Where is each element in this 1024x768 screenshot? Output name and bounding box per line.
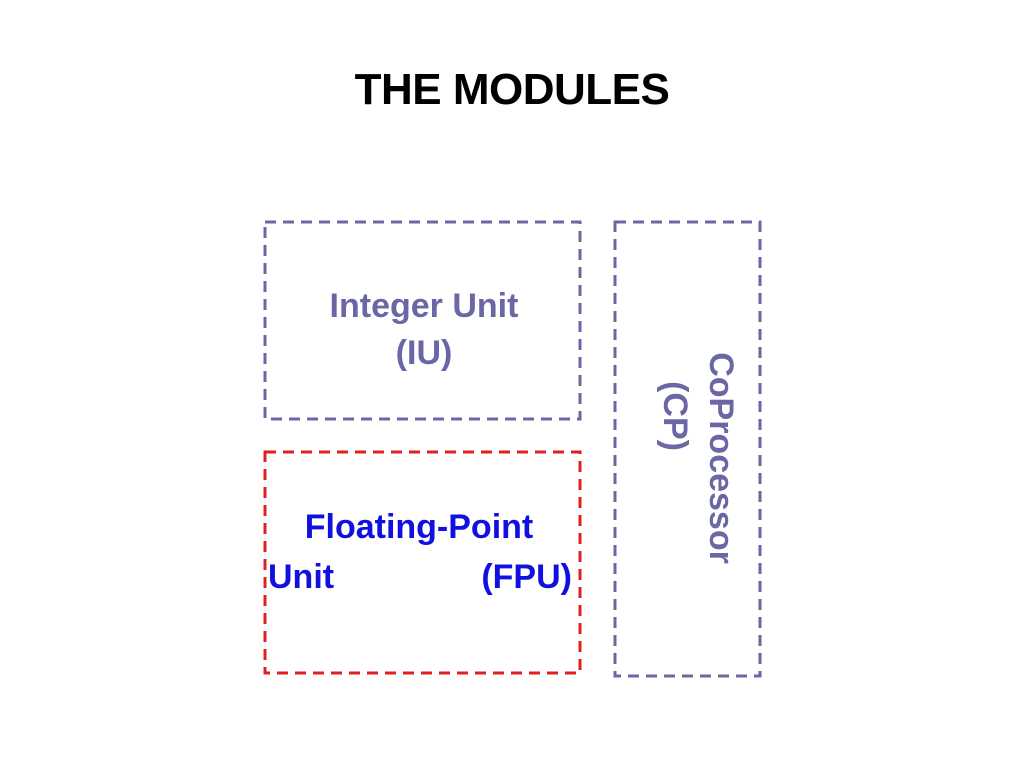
integer-unit-abbrev: (IU)	[396, 334, 453, 372]
coprocessor-label: CoProcessor	[702, 352, 740, 564]
fpu-module: Floating-Point Unit (FPU)	[263, 450, 582, 675]
coprocessor-abbrev: (CP)	[656, 381, 694, 451]
fpu-label: Floating-Point	[305, 508, 534, 546]
integer-unit-module: Integer Unit (IU)	[263, 220, 582, 421]
integer-unit-label: Integer Unit	[330, 287, 519, 325]
coprocessor-border	[613, 220, 762, 678]
integer-unit-border	[263, 220, 582, 421]
fpu-label-unit: Unit	[268, 558, 334, 596]
coprocessor-module: CoProcessor (CP)	[613, 220, 762, 678]
fpu-border	[263, 450, 582, 675]
fpu-abbrev: (FPU)	[481, 558, 572, 596]
slide-title: THE MODULES	[354, 65, 670, 114]
coprocessor-text-group: CoProcessor (CP)	[656, 352, 740, 564]
